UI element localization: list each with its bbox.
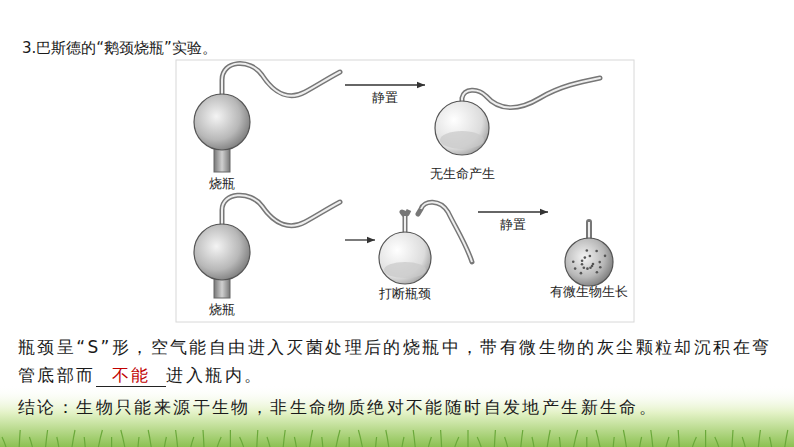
conclusion-text: 结论：生物只能来源于生物，非生命物质绝对不能随时自发地产生新生命。 [18,397,658,417]
microbe-flask [565,222,613,286]
slide-title: 3.巴斯德的“鹅颈烧瓶”实验。 [22,38,217,58]
process-arrow [478,211,548,212]
swan-neck-flask [435,78,600,155]
flask-figure: 烧瓶 [190,196,345,320]
flask-figure: 有微生物生长 [548,196,630,306]
flask-figure: 打断瓶颈 [375,196,478,308]
flask-caption: 有微生物生长 [550,284,628,300]
arrow-label: 静置 [370,90,400,106]
flask-caption: 烧瓶 [209,302,235,318]
process-arrow [345,239,375,240]
arrow-label: 静置 [498,217,528,233]
flask-caption: 打断瓶颈 [379,286,431,302]
conclusion-paragraph: 结论：生物只能来源于生物，非生命物质绝对不能随时自发地产生新生命。 [18,393,782,421]
explanation-paragraph: 瓶颈呈“S”形，空气能自由进入灭菌处理后的烧瓶中，带有微生物的灰尘颗粒却沉积在弯… [18,333,782,389]
body-text: 进入瓶内。 [166,365,263,385]
flask-caption: 无生命产生 [430,166,495,182]
grass-blades [2,430,788,447]
figure-frame [176,60,634,322]
grass-ground [0,385,794,447]
swan-neck-flask [194,64,340,172]
broken-neck-flask [379,202,472,284]
flask-caption: 烧瓶 [209,176,235,192]
process-arrow [345,84,425,85]
flask-figure: 无生命产生 [425,62,605,194]
flask-figure: 烧瓶 [190,62,345,194]
fill-blank-answer: 不能 [96,364,167,387]
swan-neck-flask [194,195,340,298]
